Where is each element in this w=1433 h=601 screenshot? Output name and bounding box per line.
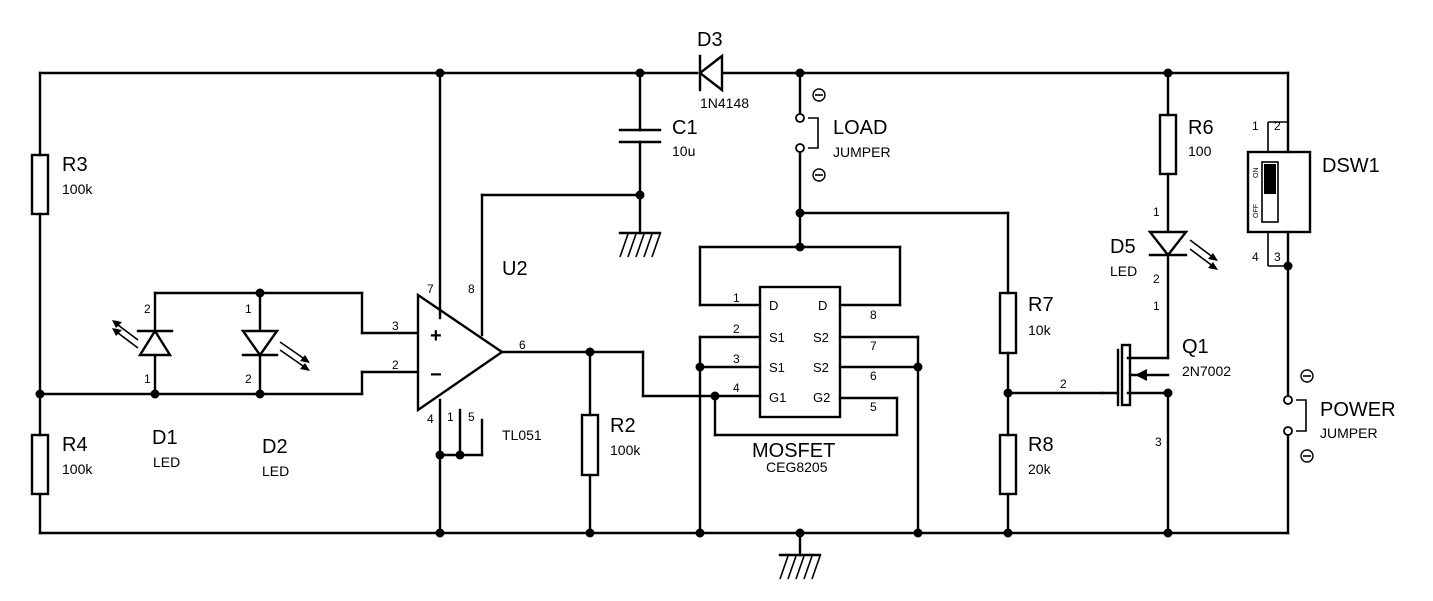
led-d2: [240, 329, 310, 371]
d1-ref: D1: [152, 427, 178, 449]
d5-value: LED: [1110, 263, 1137, 279]
opamp-minus-sign: −: [430, 364, 442, 386]
r7-value: 10k: [1028, 322, 1052, 338]
mosfet-pin-name: G2: [813, 390, 830, 405]
r6-ref: R6: [1188, 117, 1214, 139]
d1-pin-top: 2: [144, 302, 151, 316]
resistor-r6: [1158, 113, 1178, 176]
mosfet-pin-name: S2: [813, 330, 829, 345]
mosfet-pin-name: S1: [769, 330, 785, 345]
r4-value: 100k: [62, 461, 93, 477]
r2-value: 100k: [610, 442, 641, 458]
d2-ref: D2: [262, 436, 288, 458]
dsw1-pin-2: 2: [1274, 119, 1281, 133]
load-ref: LOAD: [833, 117, 887, 139]
mosfet-pins-left: 1 D 2 S1 3 S1 4 G1: [733, 291, 786, 405]
dsw1-pin-4: 4: [1252, 250, 1259, 264]
q1-ref: Q1: [1182, 336, 1209, 358]
mosfet-pin-name: D: [818, 298, 827, 313]
ground-symbol-c1: [618, 231, 662, 258]
mosfet-pin-num: 1: [733, 291, 740, 305]
capacitor-c1: [618, 128, 662, 144]
u2-ref: U2: [502, 258, 528, 280]
mosfet-value: CEG8205: [766, 459, 828, 475]
opamp-pin-5: 5: [468, 410, 475, 424]
transistor-q1: [1100, 343, 1170, 407]
opamp-plus-sign: +: [430, 325, 442, 347]
r2-ref: R2: [610, 415, 636, 437]
q1-pin-drain: 1: [1153, 299, 1160, 313]
opamp-u2: [416, 292, 505, 413]
led-d1: [112, 320, 174, 357]
r3-value: 100k: [62, 181, 93, 197]
led-d5: [1147, 230, 1218, 270]
mosfet-pin-num: 3: [733, 352, 740, 366]
r8-ref: R8: [1028, 434, 1054, 456]
opamp-pin-7: 7: [427, 282, 434, 296]
opamp-pin-4: 4: [427, 412, 434, 426]
d1-pin-bottom: 1: [144, 372, 151, 386]
load-jumper: [795, 88, 826, 182]
resistor-r3: [30, 153, 50, 216]
c1-ref: C1: [672, 117, 698, 139]
junction-dots: [35, 68, 1293, 538]
d2-pin-top: 1: [245, 302, 252, 316]
d3-ref: D3: [697, 29, 723, 51]
r4-ref: R4: [62, 434, 88, 456]
dsw1-on-label: ON: [1253, 168, 1260, 179]
q1-pin-source: 3: [1155, 435, 1162, 449]
mosfet-pin-name: D: [769, 298, 778, 313]
r3-ref: R3: [62, 154, 88, 176]
r7-ref: R7: [1028, 294, 1054, 316]
load-value: JUMPER: [833, 144, 891, 160]
q1-pin-gate: 2: [1060, 377, 1067, 391]
d5-ref: D5: [1110, 236, 1136, 258]
mosfet-pin-num: 8: [870, 308, 877, 322]
dip-switch-dsw1: [1246, 150, 1312, 234]
mosfet-pin-name: G1: [769, 390, 786, 405]
power-value: JUMPER: [1320, 425, 1378, 441]
mosfet-pin-num: 7: [870, 339, 877, 353]
dsw1-pin-1: 1: [1252, 119, 1259, 133]
resistor-r7: [998, 291, 1018, 355]
q1-value: 2N7002: [1182, 363, 1231, 379]
power-ref: POWER: [1320, 399, 1396, 421]
opamp-pin-1: 1: [447, 410, 454, 424]
dsw1-off-label: OFF: [1253, 204, 1260, 218]
opamp-pin-6: 6: [519, 338, 526, 352]
mosfet-pin-name: S2: [813, 360, 829, 375]
d2-pin-bottom: 2: [245, 372, 252, 386]
wires: [38, 71, 1290, 557]
d2-value: LED: [262, 463, 289, 479]
opamp-pin-8: 8: [468, 282, 475, 296]
mosfet-pin-num: 2: [733, 322, 740, 336]
mosfet-pin-num: 4: [733, 381, 740, 395]
power-jumper: [1283, 369, 1314, 463]
dsw1-pin-3: 3: [1274, 250, 1281, 264]
resistor-r8: [998, 433, 1018, 496]
opamp-pin-2: 2: [392, 358, 399, 372]
d1-value: LED: [153, 454, 180, 470]
opamp-pin-3: 3: [392, 319, 399, 333]
u2-value: TL051: [502, 427, 542, 443]
mosfet-ic-body: [758, 285, 842, 419]
resistor-r2: [580, 413, 600, 477]
c1-value: 10u: [672, 143, 695, 159]
d3-value: 1N4148: [700, 95, 749, 111]
mosfet-pin-num: 5: [870, 400, 877, 414]
r6-value: 100: [1188, 143, 1212, 159]
ground-symbol-main: [778, 553, 822, 580]
dsw1-ref: DSW1: [1322, 155, 1380, 177]
r8-value: 20k: [1028, 461, 1052, 477]
mosfet-pin-num: 6: [870, 369, 877, 383]
diode-d3: [698, 53, 724, 93]
mosfet-pin-name: S1: [769, 360, 785, 375]
d5-pin-top: 1: [1153, 205, 1160, 219]
mosfet-ref: MOSFET: [752, 440, 835, 462]
d5-pin-bottom: 2: [1153, 272, 1160, 286]
mosfet-pins-right: 8 D 7 S2 6 S2 5 G2: [813, 298, 877, 414]
resistor-r4: [30, 433, 50, 496]
